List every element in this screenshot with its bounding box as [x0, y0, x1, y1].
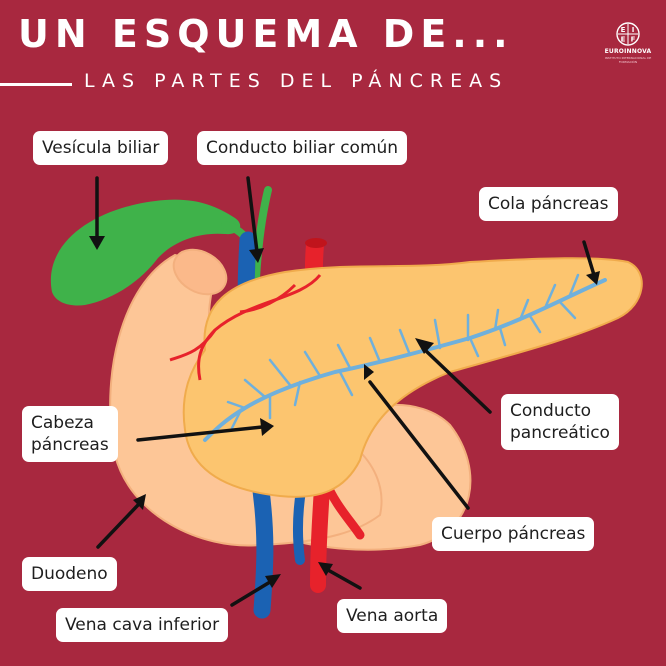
label-conducto-pancreatico: Conducto pancreático — [501, 394, 619, 450]
artery-branch-1 — [197, 274, 322, 381]
label-cuerpo-pancreas: Cuerpo páncreas — [432, 517, 595, 551]
aorta-top-opening — [305, 238, 327, 248]
brand-logo: E I E F EUROINNOVA INSTITUTO INTERNACION… — [600, 22, 656, 64]
label-line: Conducto — [510, 401, 592, 421]
label-duodeno: Duodeno — [22, 557, 117, 591]
label-cola-pancreas: Cola páncreas — [479, 187, 618, 221]
label-vena-cava-inferior: Vena cava inferior — [56, 608, 229, 642]
logo-name: EUROINNOVA — [604, 48, 652, 55]
label-line: páncreas — [31, 435, 109, 455]
label-line: pancreático — [510, 423, 610, 443]
label-cabeza-pancreas: Cabeza páncreas — [22, 406, 118, 462]
label-conducto-biliar-comun: Conducto biliar común — [197, 131, 408, 165]
page-title: UN ESQUEMA DE... — [18, 12, 514, 56]
label-line: Cabeza — [31, 413, 94, 433]
title-rule — [0, 83, 72, 86]
logo-letter: E — [621, 36, 626, 44]
logo-letter: E — [621, 26, 626, 34]
label-vena-aorta: Vena aorta — [337, 599, 448, 633]
pointer-arrows — [95, 176, 596, 607]
page-subtitle: LAS PARTES DEL PÁNCREAS — [84, 70, 509, 92]
logo-emblem: E I E F — [616, 22, 640, 46]
artery-branch-2 — [169, 329, 217, 362]
logo-letter: I — [632, 26, 635, 34]
logo-tagline: INSTITUTO INTERNACIONAL DE FORMACIÓN — [604, 56, 652, 64]
logo-letter: F — [631, 36, 636, 44]
pointer-arrowheads — [89, 236, 600, 588]
artery-branch-3 — [239, 283, 297, 314]
duct-branches — [226, 273, 580, 430]
common-bile-duct — [252, 186, 272, 282]
label-vesicula-biliar: Vesícula biliar — [33, 131, 169, 165]
duodenum-top — [172, 248, 228, 296]
